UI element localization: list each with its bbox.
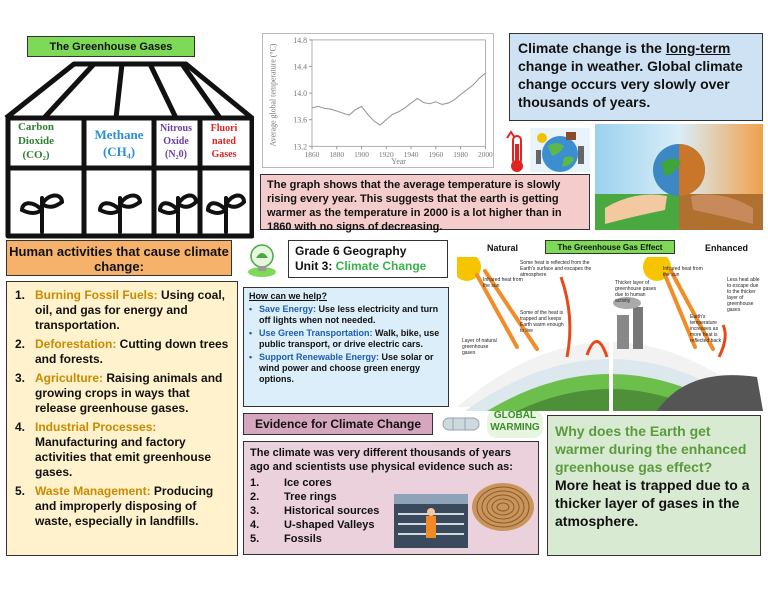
why-warmer-box: Why does the Earth get warmer during the… — [547, 415, 761, 556]
plot-frame — [311, 39, 486, 147]
y-tick-label: 13.2 — [293, 142, 307, 151]
greenhouse-effect-title: The Greenhouse Gas Effect — [545, 240, 675, 254]
annotation-natural-2: Some heat is reflected from the Earth's … — [520, 260, 592, 278]
greenhouse-title: The Greenhouse Gases — [27, 36, 195, 57]
how-can-we-help-box: How can we help? Save Energy: Use less e… — [243, 287, 449, 407]
list-item: Save Energy: Use less electricity and tu… — [249, 304, 443, 326]
x-tick-label: 1980 — [453, 150, 468, 159]
gas-nitrous-oxide: Nitrous Oxide (N₂0) — [156, 122, 196, 161]
y-tick-label: 13.6 — [293, 116, 307, 125]
y-tick-label: 14.4 — [293, 62, 307, 71]
why-question: Why does the Earth get warmer during the… — [555, 423, 747, 475]
y-tick-label: 14.0 — [293, 89, 307, 98]
global-warming-logo: GLOBAL WARMING — [487, 410, 543, 438]
gas-name: Methane — [94, 127, 144, 142]
annotation-enhanced-1: Infrared heat from the sun — [663, 266, 703, 278]
x-tick-label: 1880 — [329, 150, 344, 159]
help-question: How can we help? — [249, 291, 328, 301]
ice-core-image — [442, 417, 480, 431]
list-item: 2.Tree rings — [250, 491, 337, 503]
x-tick-label: 1920 — [379, 150, 394, 159]
list-item: 5.Waste Management: Producing and improp… — [15, 484, 214, 528]
gas-methane: Methane (CH₄) — [88, 126, 150, 160]
temperature-series-line — [311, 72, 486, 126]
enhanced-label: Enhanced — [705, 243, 749, 253]
gas-name: Carbon Dioxide — [17, 121, 55, 147]
human-activities-title: Human activities that cause climate chan… — [6, 240, 232, 276]
y-tick-label: 14.8 — [293, 36, 307, 45]
annotation-enhanced-3: Less heat able to escape due to the thic… — [727, 277, 760, 313]
list-item: 3.Agriculture: Raising animals and growi… — [15, 371, 223, 415]
greenhouse-illustration — [4, 61, 254, 239]
list-item: 2.Deforestation: Cutting down trees and … — [15, 337, 229, 366]
x-tick-label: 1940 — [404, 150, 419, 159]
sprout-icons — [19, 193, 247, 234]
natural-label: Natural — [487, 243, 519, 253]
annotation-natural-1: Infrared heat from the sun — [483, 277, 523, 289]
x-tick-label: 1860 — [305, 150, 320, 159]
list-item: 3.Historical sources — [250, 505, 380, 517]
unit-label: Unit 3: Climate Change — [295, 259, 427, 273]
gas-carbon-dioxide: Carbon Dioxide (CO₂) — [10, 120, 62, 162]
list-item: 4.Industrial Processes: Manufacturing an… — [15, 420, 212, 479]
x-tick-label: 1960 — [428, 150, 443, 159]
eco-lightbulb-icon — [248, 244, 276, 277]
greenhouse-effect-diagram — [457, 257, 763, 411]
earth-hands-image — [595, 124, 763, 230]
gas-name: Fluori nated Gases — [210, 123, 238, 160]
x-tick-label: 2000 — [478, 150, 493, 159]
temperature-chart: 13.2 13.6 14.0 14.4 14.8 1860 1880 1900 1920 194… — [262, 33, 494, 168]
gas-formula: (N₂0) — [165, 149, 187, 160]
unit-title-box: Grade 6 Geography Unit 3: Climate Change — [288, 240, 448, 278]
list-item: Use Green Transportation: Walk, bike, us… — [249, 328, 443, 350]
x-axis-ticks: 1860 1880 1900 1920 1940 1960 1980 2000 — [305, 146, 493, 159]
annotation-natural-3: Some of the heat is trapped and keeps Ea… — [520, 310, 564, 334]
thermometer-icon — [506, 130, 523, 172]
ice-core-lab-image — [394, 494, 468, 548]
definition-text-rest: change in weather. Global climate change… — [518, 58, 743, 110]
y-axis-ticks: 13.2 13.6 14.0 14.4 14.8 — [293, 36, 312, 151]
globe-city-image — [530, 128, 590, 172]
definition-emphasis: long-term — [665, 40, 731, 56]
list-item: 1.Ice cores — [250, 477, 332, 489]
y-axis-label: Average global temperature (°C) — [269, 43, 278, 146]
graph-explanation: The graph shows that the average tempera… — [260, 174, 590, 233]
tree-rings-image — [472, 483, 534, 531]
evidence-title: Evidence for Climate Change — [243, 413, 433, 435]
list-item: 4.U-shaped Valleys — [250, 519, 375, 531]
gas-formula: (CO₂) — [22, 149, 50, 161]
definition-text: Climate change is the — [518, 40, 666, 56]
human-activities-list: 1.Burning Fossil Fuels: Using coal, oil,… — [6, 281, 238, 556]
gas-fluorinated: Fluori nated Gases — [202, 122, 246, 161]
x-axis-label: Year — [391, 157, 406, 166]
grade-label: Grade 6 Geography — [295, 244, 407, 258]
annotation-enhanced-4: Earth's temperature increases as more he… — [690, 314, 722, 344]
climate-change-definition: Climate change is the long-term change i… — [509, 33, 763, 121]
annotation-natural-4: Layer of natural greenhouse gases — [462, 338, 497, 356]
evidence-intro: The climate was very different thousands… — [250, 447, 513, 473]
gas-name: Nitrous Oxide — [159, 123, 193, 147]
list-item: Support Renewable Energy: Use solar or w… — [249, 352, 443, 385]
list-item: 1.Burning Fossil Fuels: Using coal, oil,… — [15, 288, 226, 332]
annotation-enhanced-2: Thicker layer of greenhouse gases due to… — [615, 280, 657, 304]
gas-formula: (CH₄) — [102, 144, 136, 159]
list-item: 5.Fossils — [250, 533, 322, 545]
x-tick-label: 1900 — [354, 150, 369, 159]
why-answer: More heat is trapped due to a thicker la… — [555, 477, 750, 529]
